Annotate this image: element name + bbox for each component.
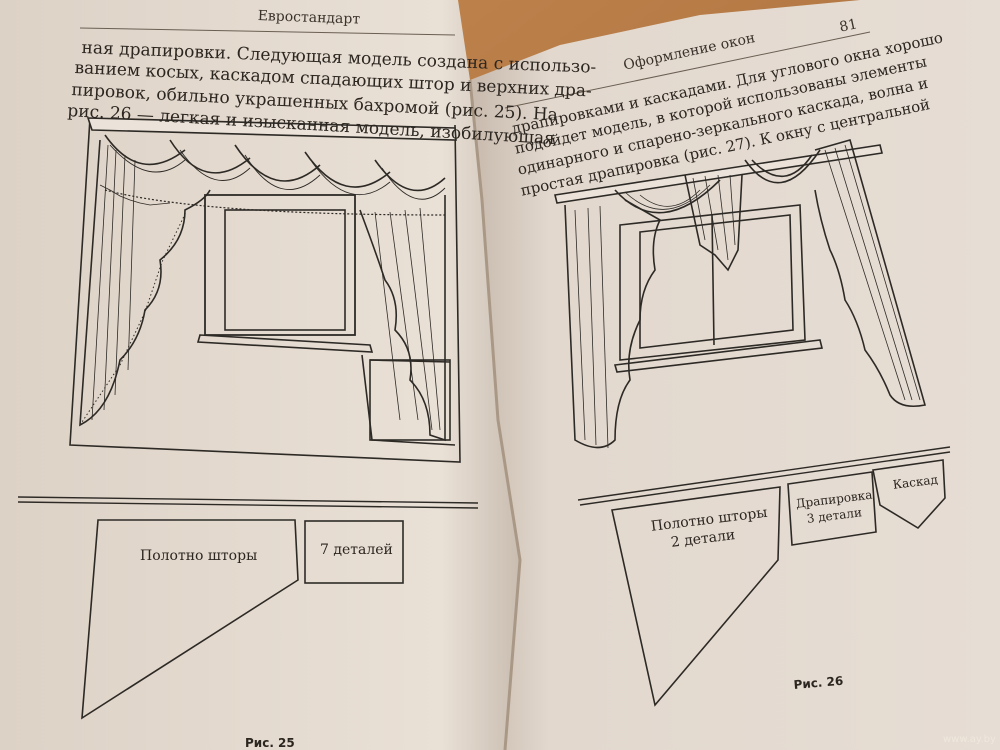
- left-wall-outline: [69, 117, 461, 463]
- left-curtain-drawing: [69, 117, 461, 463]
- right-swag: [614, 179, 721, 214]
- left-swag-1: [104, 134, 186, 166]
- left-swag-4: [304, 151, 391, 188]
- right-pattern-piece-cascade: [872, 459, 946, 530]
- book-spine: [468, 79, 522, 750]
- right-pattern-piece-drape: [787, 471, 877, 546]
- left-swag-5: [374, 159, 446, 192]
- left-header-rule: [79, 27, 456, 36]
- right-curtain-drawing: [554, 139, 927, 449]
- left-curtain-panel: [79, 139, 211, 427]
- right-right-curtain: [814, 139, 927, 408]
- right-pattern-piece-curtain: [611, 486, 781, 707]
- left-pattern-rule: [17, 496, 479, 504]
- watermark: www.ay.by: [943, 734, 996, 745]
- left-pattern-piece-details: [304, 520, 404, 584]
- left-page: [0, 0, 520, 750]
- right-left-curtain: [564, 199, 662, 449]
- left-window-frame: [204, 194, 356, 336]
- left-piece-label-details: 7 деталей: [320, 542, 393, 558]
- right-curtain-panel: [359, 195, 446, 442]
- right-cascade: [684, 174, 743, 272]
- right-cornice: [554, 144, 883, 204]
- left-figure-caption: Рис. 25: [245, 736, 295, 750]
- right-pattern-rule: [577, 446, 951, 501]
- right-header-rule: [504, 31, 871, 109]
- left-cornice: [86, 117, 457, 141]
- left-piece-label-curtain: Полотно шторы: [140, 548, 258, 564]
- left-swag-3: [234, 144, 321, 182]
- left-pattern-piece-curtain: [81, 519, 299, 720]
- left-swag-2: [169, 139, 251, 174]
